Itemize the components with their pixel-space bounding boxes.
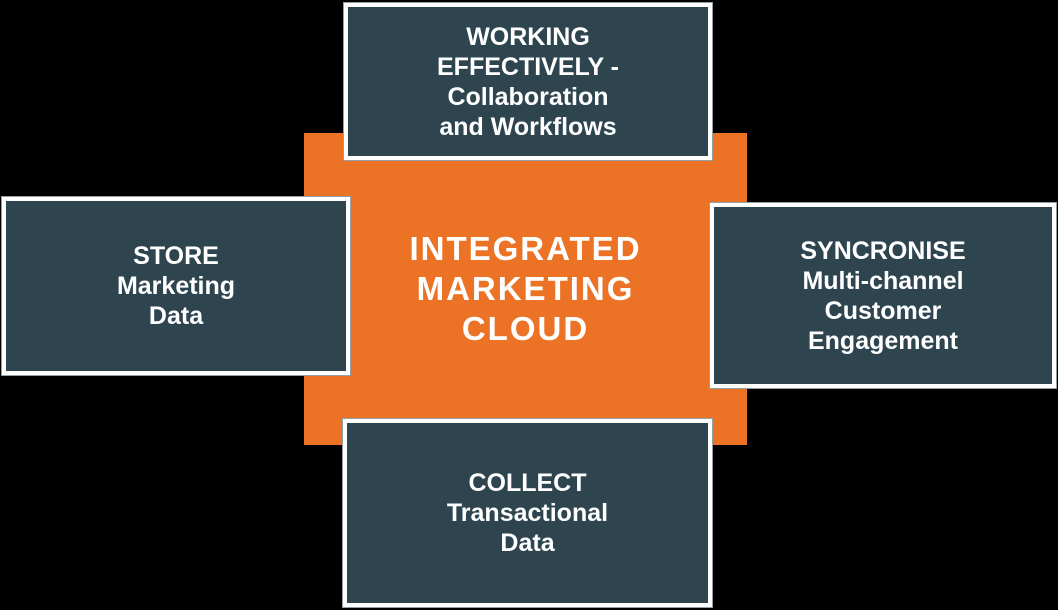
center-node-integrated-marketing-cloud: INTEGRATED MARKETING CLOUD [304, 133, 747, 445]
node-label-line: WORKING [466, 22, 590, 51]
node-label-line: SYNCRONISE [800, 236, 966, 265]
center-node-label-line: CLOUD [461, 310, 590, 347]
center-node-label-line: MARKETING [416, 270, 635, 307]
node-label-line: Marketing [116, 272, 236, 300]
node-label-line: Engagement [807, 326, 959, 355]
node-working-effectively: WORKING EFFECTIVELY - Collaboration and … [344, 3, 712, 160]
node-syncronise-engagement: SYNCRONISE Multi-channel Customer Engage… [710, 203, 1056, 388]
node-label-line: STORE [133, 242, 219, 270]
node-label-line: Collaboration [447, 82, 609, 111]
node-label-line: Transactional [446, 499, 609, 527]
node-store-marketing-data: STORE Marketing Data [2, 197, 350, 375]
node-label-line: Data [148, 302, 204, 330]
node-label-line: COLLECT [468, 469, 587, 497]
node-label-line: Multi-channel [802, 266, 964, 295]
node-label-line: Customer [824, 296, 942, 325]
node-label-line: and Workflows [439, 112, 617, 141]
node-label-line: EFFECTIVELY - [437, 52, 619, 81]
node-label-line: Data [500, 529, 555, 557]
center-node-label-line: INTEGRATED [409, 230, 642, 267]
node-collect-transactional-data: COLLECT Transactional Data [343, 419, 712, 607]
